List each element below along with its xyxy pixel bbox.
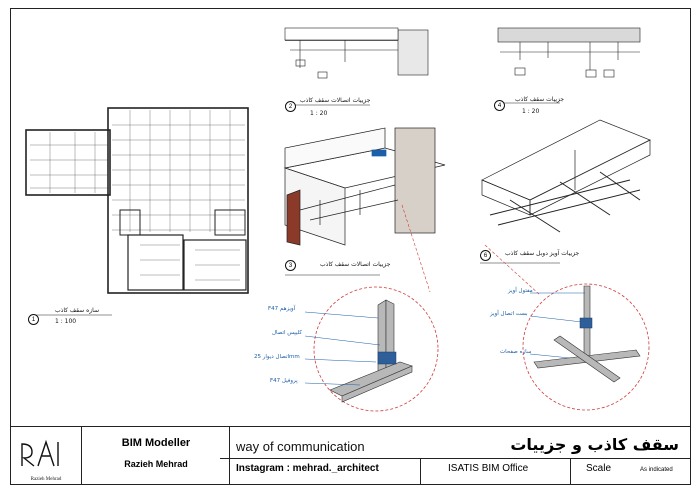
detail-circle-wall-clip bbox=[313, 204, 439, 412]
callout-leaders-right bbox=[529, 292, 585, 359]
view-title-2: جزییات اتصالات سقف کاذب bbox=[300, 97, 371, 104]
callout-hanger-bracket: بست اتصال آویز bbox=[490, 311, 528, 317]
callout-wall-connection: اتصال دیوار 25mm bbox=[254, 354, 300, 360]
view-title-4: جزییات سقف کاذب bbox=[515, 96, 565, 103]
section-false-ceiling bbox=[497, 27, 641, 104]
communication-label: way of communication bbox=[236, 439, 365, 454]
view-scale-1: 1 : 100 bbox=[55, 318, 77, 325]
scale-label: Scale bbox=[586, 463, 612, 474]
section-ceiling-connection bbox=[284, 27, 429, 106]
logo-cell: Razieh Mehrad bbox=[10, 427, 82, 485]
instagram-handle: Instagram : mehrad._architect bbox=[236, 463, 379, 474]
isometric-connection-detail bbox=[283, 127, 446, 276]
view-scale-4: 1 : 20 bbox=[522, 108, 540, 115]
view-number-2: 2 bbox=[285, 101, 296, 112]
view-number-6: 6 bbox=[480, 250, 491, 261]
detail-circle-hanger bbox=[484, 244, 650, 411]
plan-ceiling-structure bbox=[25, 107, 249, 316]
view-scale-2: 1 : 20 bbox=[310, 110, 328, 117]
title-block: Razieh Mehrad BIM Modeller Razieh Mehrad… bbox=[10, 426, 691, 485]
view-title-1: سازه سقف کاذب bbox=[55, 307, 99, 314]
callout-panel-structure: سازه صفحات bbox=[500, 349, 532, 355]
callout-hanger-f47: F47 آویزهم bbox=[268, 306, 296, 312]
modeller-role: BIM Modeller bbox=[121, 437, 191, 449]
modeller-cell: BIM Modeller Razieh Mehrad bbox=[82, 427, 230, 485]
callout-profile-f47: F47 پروفیل bbox=[270, 378, 298, 384]
view-number-3: 3 bbox=[285, 260, 296, 271]
logo-mark bbox=[21, 439, 59, 467]
logo-caption: Razieh Mehrad bbox=[30, 477, 62, 482]
titleblock-separator bbox=[420, 458, 421, 485]
modeller-name: Razieh Mehrad bbox=[124, 459, 188, 469]
view-number-1: 1 bbox=[28, 314, 39, 325]
callout-connection-clip: کلیپس اتصال bbox=[272, 330, 303, 336]
titleblock-separator-scale bbox=[570, 458, 571, 485]
info-cell: way of communication سقف کاذب و جزییات I… bbox=[230, 427, 691, 485]
callout-hanger-wire: مفتول آویز bbox=[508, 288, 533, 294]
office-name: ISATIS BIM Office bbox=[448, 463, 529, 474]
view-number-4: 4 bbox=[494, 100, 505, 111]
view-title-6: جزییات آویز دوبل سقف کاذب bbox=[505, 250, 580, 257]
scale-value: As indicated bbox=[640, 467, 673, 473]
view-title-3: جزییات اتصالات سقف کاذب bbox=[320, 261, 391, 268]
sheet-border bbox=[10, 8, 691, 485]
callout-leaders-left bbox=[304, 311, 381, 386]
titleblock-divider bbox=[220, 458, 691, 459]
drawing-title: سقف کاذب و جزییات bbox=[510, 435, 679, 454]
isometric-hanger-detail bbox=[480, 119, 651, 264]
